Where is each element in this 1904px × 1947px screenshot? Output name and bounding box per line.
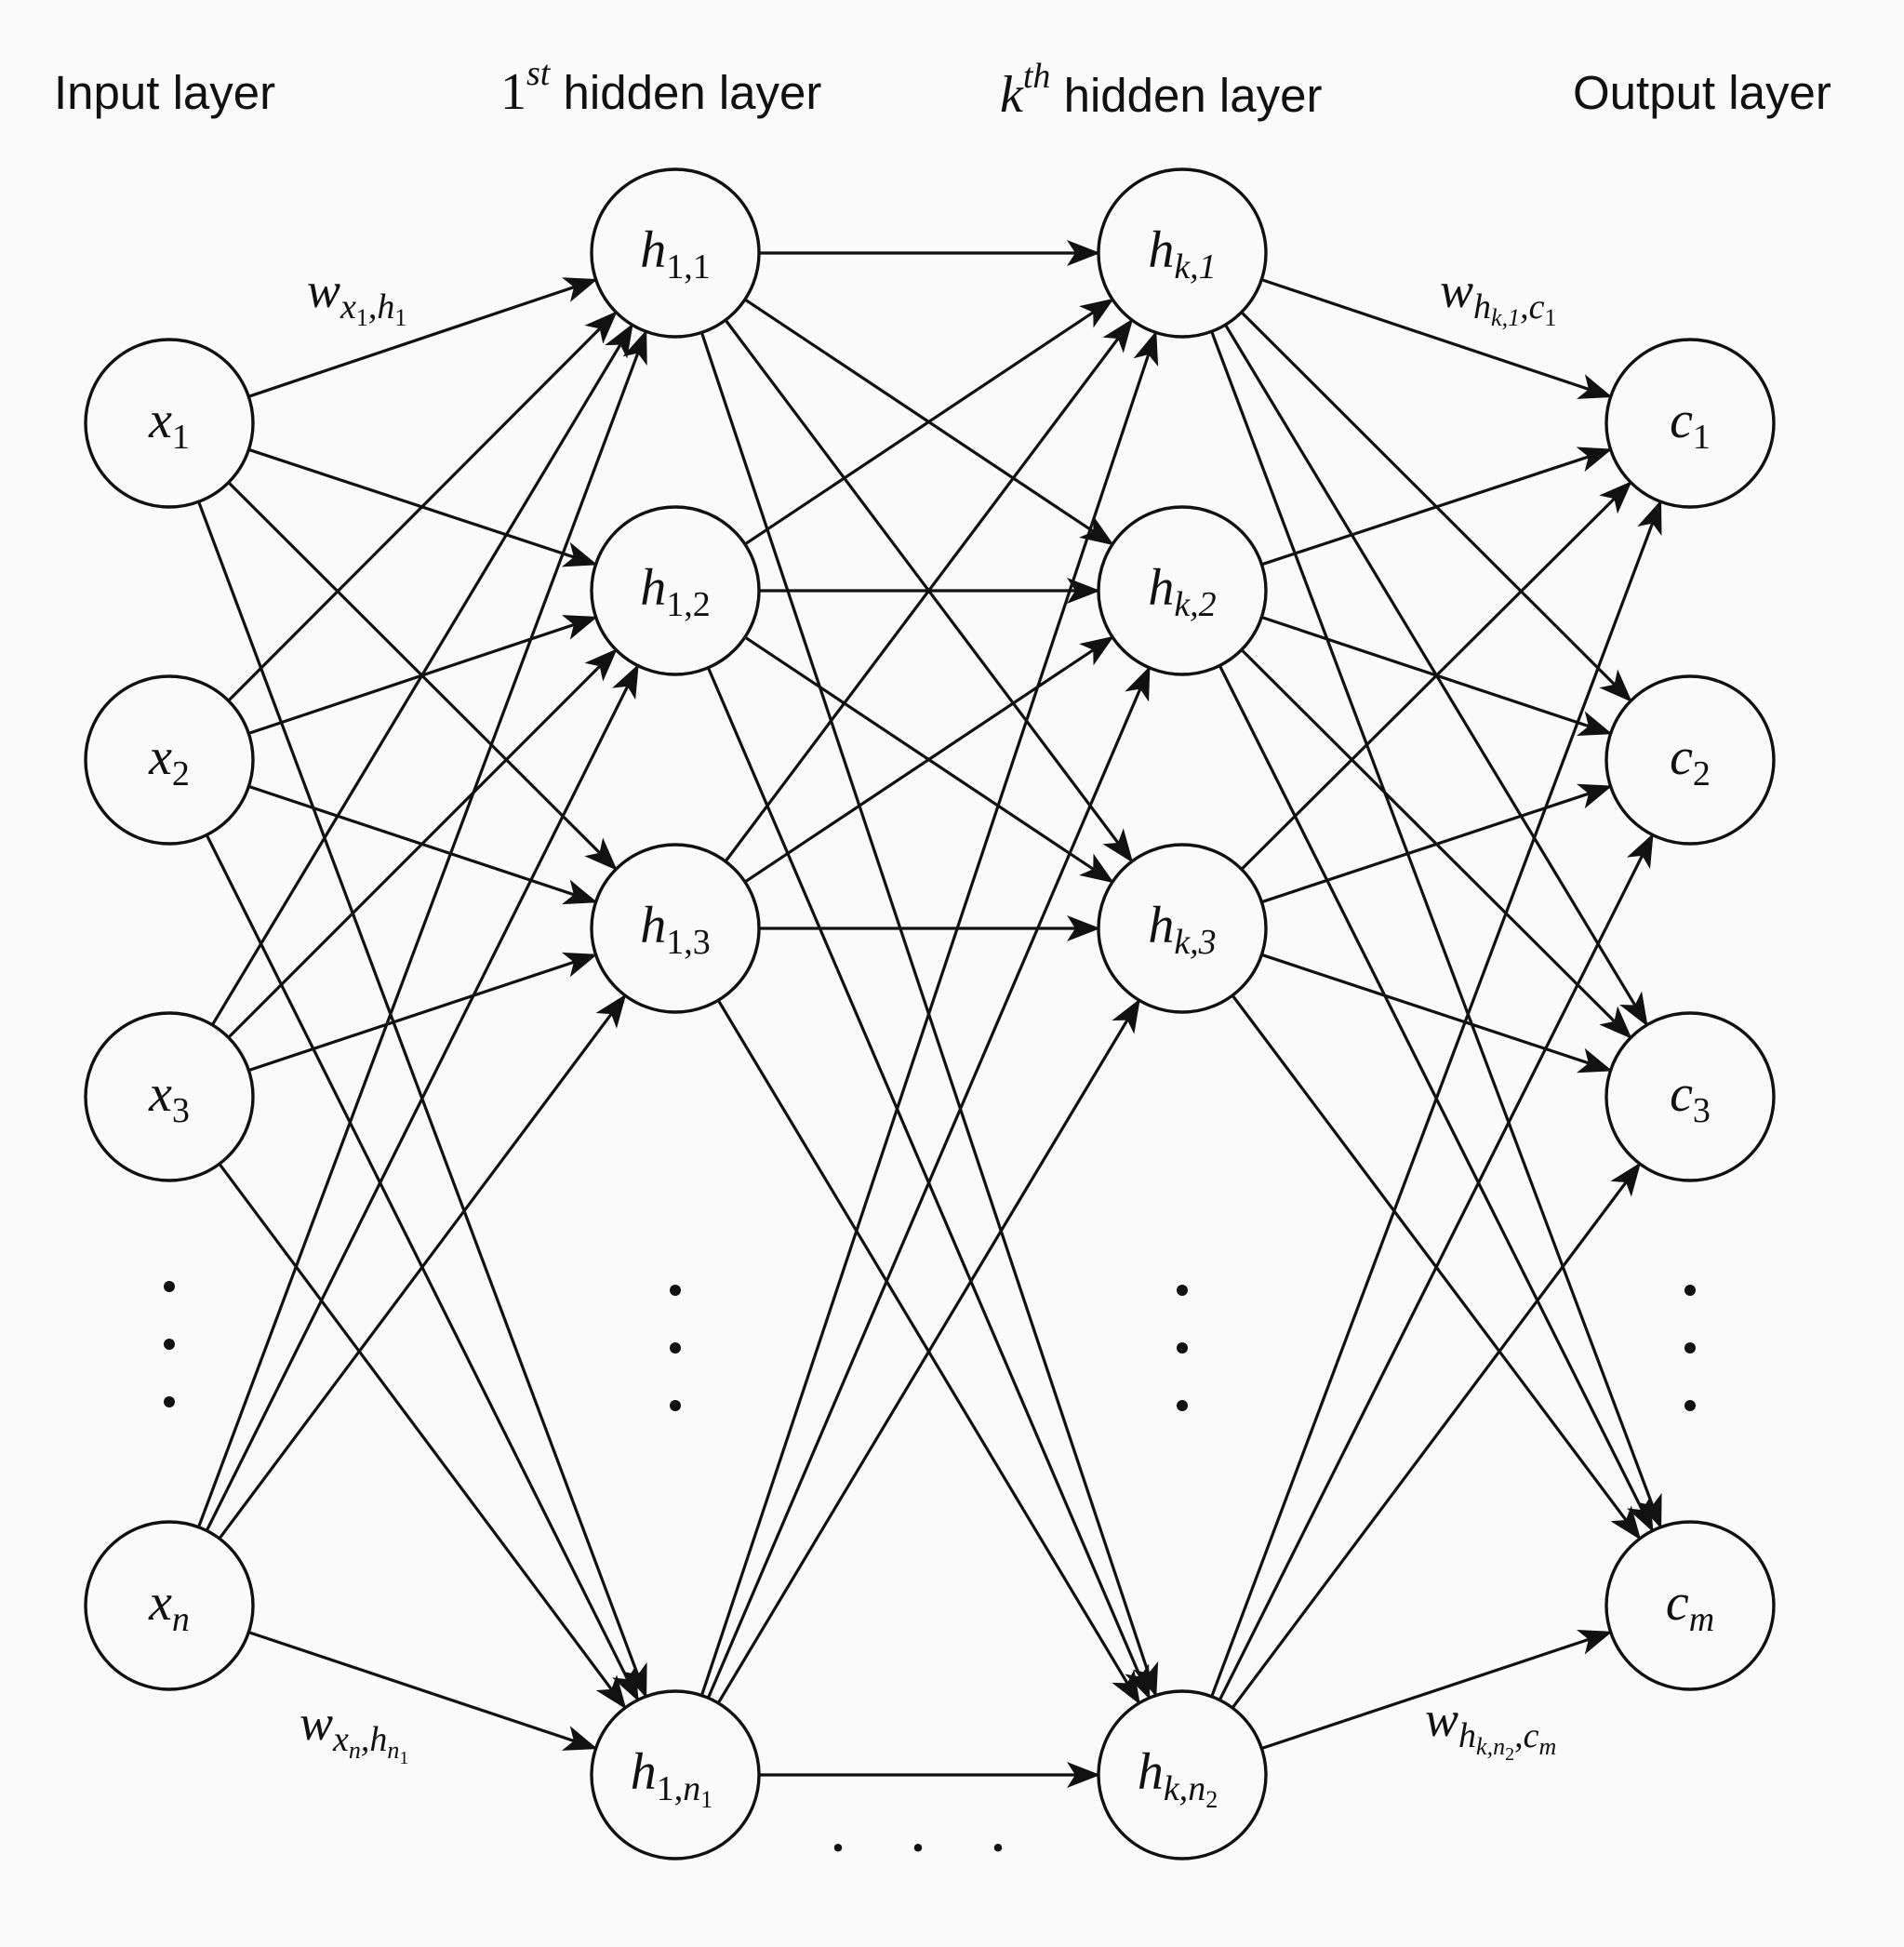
node-cm: cm xyxy=(1604,1520,1776,1691)
layer-title-input: Input layer xyxy=(54,66,275,119)
edge-hk-1-to-out-4 xyxy=(1210,330,1662,1529)
edge-input-4-to-h1-1 xyxy=(197,329,647,1528)
edge-hk-2-to-out-1 xyxy=(1260,447,1613,567)
node-h-k-1: hk,1 xyxy=(1097,167,1268,339)
svg-text:cm: cm xyxy=(1666,1574,1714,1639)
edge-input-2-to-h1-1 xyxy=(227,311,618,702)
node-x2: x2 xyxy=(84,674,255,846)
layer-title-hidden-k: kth hidden layer xyxy=(1000,57,1322,124)
edge-input-4-to-h1-4 xyxy=(247,1631,598,1751)
svg-text:h1,n1: h1,n1 xyxy=(631,1743,713,1813)
edge-hk-4-to-out-4 xyxy=(1260,1629,1613,1751)
hidden-layer-1: h1,1 h1,2 h1,3 h1,n1 xyxy=(590,167,761,1860)
hidden-1-ellipsis xyxy=(670,1285,681,1411)
edge-h1-2-to-hk-1 xyxy=(744,298,1114,546)
edge-input-3-to-h1-4 xyxy=(218,1163,627,1710)
connection-edges xyxy=(197,240,1662,1788)
svg-text:hk,1: hk,1 xyxy=(1148,221,1216,287)
node-x3: x3 xyxy=(84,1011,255,1182)
edge-input-3-to-h1-1 xyxy=(210,323,634,1026)
layer-title-hidden-1: 1st hidden layer xyxy=(500,54,821,121)
svg-text:c3: c3 xyxy=(1670,1065,1711,1130)
svg-text:h1,1: h1,1 xyxy=(640,221,711,287)
svg-text:x2: x2 xyxy=(148,728,190,793)
input-layer: x1 x2 x3 xn xyxy=(84,338,255,1691)
svg-text:hk,3: hk,3 xyxy=(1148,897,1216,962)
node-c3: c3 xyxy=(1604,1011,1776,1182)
output-layer: c1 c2 c3 cm xyxy=(1604,338,1776,1691)
svg-text:x1: x1 xyxy=(148,392,190,457)
between-hidden-ellipsis: · · · xyxy=(827,1810,1030,1885)
edge-h1-4-to-hk-1 xyxy=(699,330,1159,1697)
svg-text:x3: x3 xyxy=(148,1065,190,1130)
svg-text:hk,2: hk,2 xyxy=(1148,559,1216,624)
node-h-1-3: h1,3 xyxy=(590,843,761,1014)
node-h-k-2: hk,2 xyxy=(1097,505,1268,676)
edge-hk-3-to-out-1 xyxy=(1240,481,1632,871)
edge-hk-4-to-out-2 xyxy=(1218,833,1655,1701)
edge-input-3-to-h1-3 xyxy=(247,952,598,1073)
node-h-1-2: h1,2 xyxy=(590,505,761,676)
edge-hk-4-to-out-1 xyxy=(1210,500,1662,1698)
svg-text:xn: xn xyxy=(148,1574,190,1639)
layer-title-output: Output layer xyxy=(1573,66,1831,119)
edge-hk-3-to-out-2 xyxy=(1260,783,1613,904)
svg-text:hk,n2: hk,n2 xyxy=(1138,1743,1218,1813)
edge-input-1-to-h1-1 xyxy=(247,277,598,398)
node-xn: xn xyxy=(84,1520,255,1691)
node-h-k-n2: hk,n2 xyxy=(1097,1689,1268,1860)
node-x1: x1 xyxy=(84,338,255,509)
edge-input-3-to-h1-2 xyxy=(227,648,618,1039)
node-c2: c2 xyxy=(1604,674,1776,846)
svg-text:c2: c2 xyxy=(1670,728,1711,793)
edge-hk-1-to-out-1 xyxy=(1260,278,1613,399)
output-ellipsis xyxy=(1684,1285,1696,1411)
edge-h1-3-to-hk-1 xyxy=(724,318,1134,862)
node-h-1-1: h1,1 xyxy=(590,167,761,339)
weight-label-xn-hn1: wxn,hn1 xyxy=(300,1695,408,1768)
hidden-layer-k: hk,1 hk,2 hk,3 hk,n2 xyxy=(1097,167,1268,1860)
input-ellipsis xyxy=(164,1281,175,1407)
node-c1: c1 xyxy=(1604,338,1776,509)
weight-label-hkn2-cm: whk,n2,cm xyxy=(1425,1691,1556,1765)
edge-input-4-to-h1-2 xyxy=(205,663,640,1532)
hidden-k-ellipsis xyxy=(1177,1285,1188,1411)
node-h-1-n1: h1,n1 xyxy=(590,1689,761,1860)
edge-hk-4-to-out-3 xyxy=(1231,1162,1642,1709)
edge-h1-4-to-hk-2 xyxy=(706,665,1152,1699)
weight-label-hk1-c1: whk,1,c1 xyxy=(1440,262,1556,331)
edge-input-4-to-h1-3 xyxy=(218,994,627,1540)
edge-hk-3-to-out-3 xyxy=(1260,953,1613,1074)
svg-text:c1: c1 xyxy=(1670,392,1711,457)
edge-h1-4-to-hk-3 xyxy=(716,998,1141,1704)
svg-text:h1,2: h1,2 xyxy=(640,559,711,624)
node-h-k-3: hk,3 xyxy=(1097,843,1268,1014)
edge-h1-3-to-hk-2 xyxy=(744,635,1114,884)
svg-text:h1,3: h1,3 xyxy=(640,897,711,962)
between-hidden-ellipsis-text: · · · xyxy=(827,1810,1030,1885)
weight-label-x1-h1: wx1,h1 xyxy=(307,262,406,331)
